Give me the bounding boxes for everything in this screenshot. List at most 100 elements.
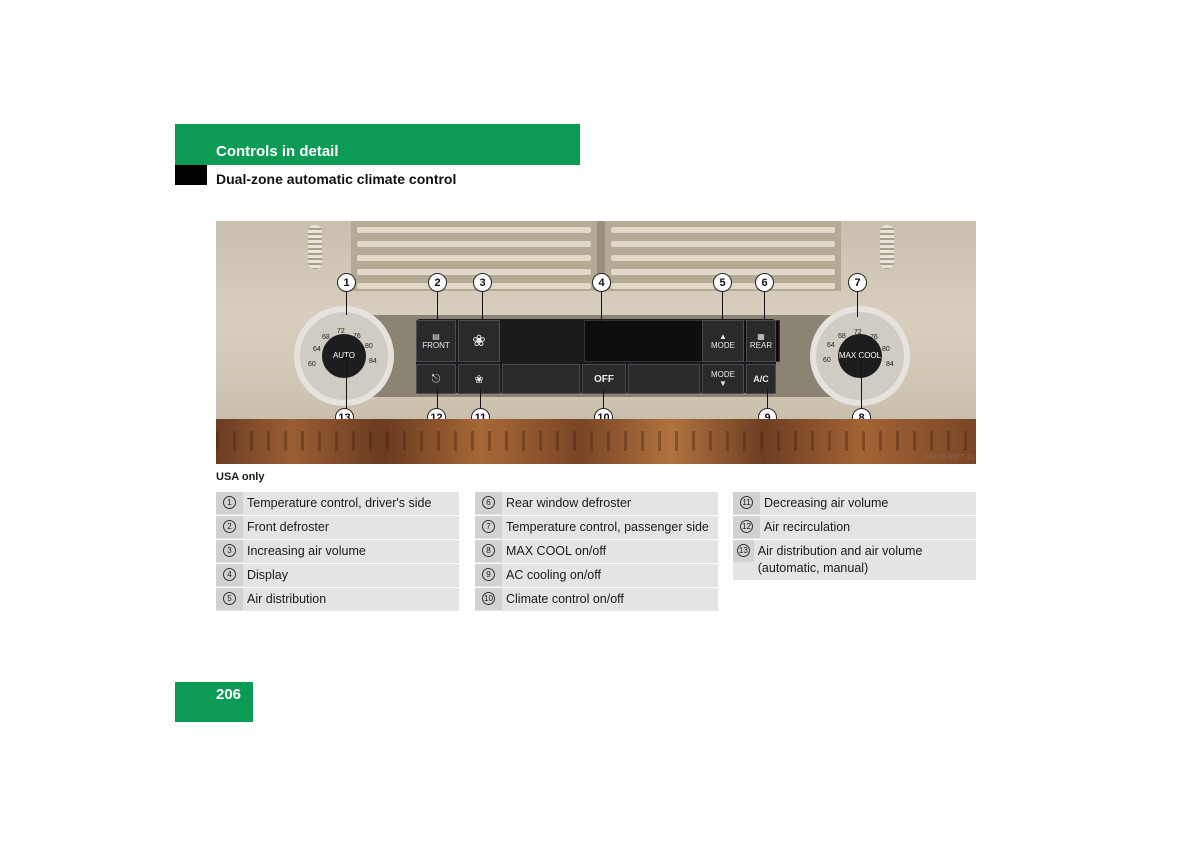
legend-text: Climate control on/off	[506, 592, 624, 606]
leader-line	[346, 357, 347, 409]
legend-number: 8	[482, 544, 495, 557]
leader-line	[857, 291, 858, 317]
image-reference-code: P83.30-4377-31	[923, 454, 974, 461]
callout-7: 7	[848, 273, 867, 292]
up-arrow-icon: ▲	[719, 332, 727, 341]
dial-number: 72	[337, 328, 345, 335]
legend-text: Air distribution and air volume (automat…	[757, 544, 923, 575]
legend-text: Air distribution	[247, 592, 327, 606]
subsection-marker	[175, 165, 207, 185]
legend-text: Rear window defroster	[506, 496, 632, 510]
legend-number: 12	[740, 520, 753, 533]
dial-number: 64	[827, 342, 835, 349]
leader-line	[861, 357, 862, 409]
legend-number: 6	[482, 496, 495, 509]
fan-large-icon: ❀	[472, 333, 486, 350]
legend-column-3: 11 Decreasing air volume 12 Air recircul…	[733, 492, 976, 581]
mode-down-button[interactable]: MODE ▼	[702, 364, 744, 394]
page-number-box	[175, 682, 253, 722]
recirculation-button[interactable]: ⎋	[416, 364, 456, 394]
legend-item: 5 Air distribution	[216, 588, 459, 611]
legend-text: Front defroster	[247, 520, 329, 534]
legend-item: 9 AC cooling on/off	[475, 564, 718, 587]
legend-text: Temperature control, driver's side	[247, 496, 432, 510]
wood-trim	[216, 419, 976, 464]
fan-increase-button[interactable]: ❀	[458, 320, 500, 362]
legend-number: 3	[223, 544, 236, 557]
legend-item: 10 Climate control on/off	[475, 588, 718, 611]
section-title: Controls in detail	[216, 143, 339, 160]
rear-defroster-icon: ▦	[757, 332, 765, 341]
leader-line	[601, 291, 602, 321]
dial-number: 60	[823, 357, 831, 364]
legend-column-2: 6 Rear window defroster 7 Temperature co…	[475, 492, 718, 612]
control-panel: ▤ FRONT ❀ ▲ MODE ▦ REAR ⎋ ❀ OF	[296, 315, 896, 397]
legend-text: Temperature control, passenger side	[506, 520, 709, 534]
dial-number: 80	[882, 346, 890, 353]
dial-number: 60	[308, 361, 316, 368]
dial-number: 76	[353, 333, 361, 340]
legend-item: 7 Temperature control, passenger side	[475, 516, 718, 539]
blank-button-left[interactable]	[502, 364, 580, 394]
leader-line	[764, 291, 765, 319]
leader-line	[722, 291, 723, 319]
legend-item: 3 Increasing air volume	[216, 540, 459, 563]
mode-up-button[interactable]: ▲ MODE	[702, 320, 744, 362]
legend-number: 2	[223, 520, 236, 533]
legend-number: 7	[482, 520, 495, 533]
fan-small-icon: ❀	[474, 373, 484, 386]
callout-2: 2	[428, 273, 447, 292]
dial-number: 76	[870, 334, 878, 341]
legend-text: Increasing air volume	[247, 544, 366, 558]
callout-1: 1	[337, 273, 356, 292]
legend-number: 5	[223, 592, 236, 605]
ac-button[interactable]: A/C	[746, 364, 776, 394]
driver-temperature-knob[interactable]: 60 64 68 72 76 80 84 AUTO	[294, 306, 394, 406]
dial-number: 68	[838, 333, 846, 340]
legend-number: 9	[482, 568, 495, 581]
leader-line	[482, 291, 483, 319]
callout-6: 6	[755, 273, 774, 292]
passenger-temperature-knob[interactable]: 60 64 68 72 76 80 84 MAX COOL	[810, 306, 910, 406]
auto-button[interactable]: AUTO	[322, 334, 366, 378]
legend-number: 10	[482, 592, 495, 605]
page-number: 206	[216, 686, 242, 703]
callout-3: 3	[473, 273, 492, 292]
dial-number: 72	[854, 329, 862, 336]
leader-line	[480, 389, 481, 409]
legend-item: 1 Temperature control, driver's side	[216, 492, 459, 515]
front-defroster-button[interactable]: ▤ FRONT	[416, 320, 456, 362]
legend-text: Air recirculation	[764, 520, 851, 534]
subsection-title: Dual-zone automatic climate control	[216, 171, 457, 187]
legend-item: 2 Front defroster	[216, 516, 459, 539]
rear-defroster-button[interactable]: ▦ REAR	[746, 320, 776, 362]
legend-text: AC cooling on/off	[506, 568, 601, 582]
dial-number: 84	[886, 361, 894, 368]
blank-button-right[interactable]	[628, 364, 700, 394]
legend-item: 6 Rear window defroster	[475, 492, 718, 515]
leader-line	[437, 389, 438, 409]
off-button[interactable]: OFF	[582, 364, 626, 394]
fan-decrease-button[interactable]: ❀	[458, 364, 500, 394]
legend-column-1: 1 Temperature control, driver's side 2 F…	[216, 492, 459, 612]
climate-control-photo: ▤ FRONT ❀ ▲ MODE ▦ REAR ⎋ ❀ OF	[216, 221, 976, 464]
leader-line	[346, 291, 347, 315]
max-cool-button[interactable]: MAX COOL	[838, 334, 882, 378]
legend-number: 11	[740, 496, 753, 509]
legend-item: 13 Air distribution and air volume (auto…	[733, 540, 976, 580]
button-cluster: ▤ FRONT ❀ ▲ MODE ▦ REAR ⎋ ❀ OF	[416, 319, 780, 394]
region-note: USA only	[216, 471, 265, 483]
leader-line	[767, 389, 768, 409]
legend-item: 11 Decreasing air volume	[733, 492, 976, 515]
left-vent-thumbwheel-icon	[308, 225, 322, 269]
callout-4: 4	[592, 273, 611, 292]
legend-item: 8 MAX COOL on/off	[475, 540, 718, 563]
legend-item: 12 Air recirculation	[733, 516, 976, 539]
car-recirculation-icon: ⎋	[431, 372, 441, 385]
down-arrow-icon: ▼	[719, 379, 727, 388]
legend-text: MAX COOL on/off	[506, 544, 607, 558]
legend-number: 4	[223, 568, 236, 581]
section-banner	[175, 124, 580, 165]
legend-text: Display	[247, 568, 288, 582]
front-defroster-icon: ▤	[432, 332, 440, 341]
